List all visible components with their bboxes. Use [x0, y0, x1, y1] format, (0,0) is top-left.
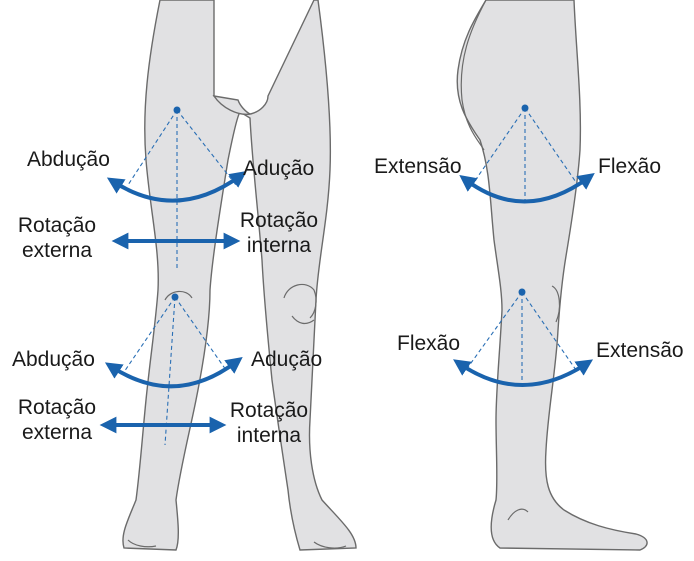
side-hip-flexion-label: Flexão — [598, 154, 661, 179]
side-knee-extension-label: Extensão — [596, 338, 684, 363]
front-knee-pivot — [172, 294, 179, 301]
front-legs-figure — [108, 0, 356, 550]
side-leg-figure — [457, 0, 647, 550]
front-knee-adduction-label: Adução — [251, 347, 322, 372]
side-knee-flexion-label: Flexão — [397, 331, 460, 356]
side-hip-pivot — [522, 105, 529, 112]
front-hip-internal-rotation-label: Rotação interna — [230, 208, 328, 258]
front-knee-internal-rotation-label: Rotação interna — [220, 398, 318, 448]
side-leg — [457, 0, 647, 550]
side-knee-pivot — [519, 289, 526, 296]
front-right-leg — [123, 0, 240, 550]
front-hip-abduction-label: Abdução — [27, 147, 110, 172]
front-knee-external-rotation-label: Rotação externa — [4, 395, 110, 445]
front-hip-pivot — [174, 107, 181, 114]
front-hip-external-rotation-label: Rotação externa — [4, 213, 110, 263]
front-hip-adduction-label: Adução — [243, 156, 314, 181]
front-knee-abduction-label: Abdução — [12, 347, 95, 372]
front-left-leg — [214, 0, 356, 550]
side-hip-extension-label: Extensão — [374, 154, 462, 179]
